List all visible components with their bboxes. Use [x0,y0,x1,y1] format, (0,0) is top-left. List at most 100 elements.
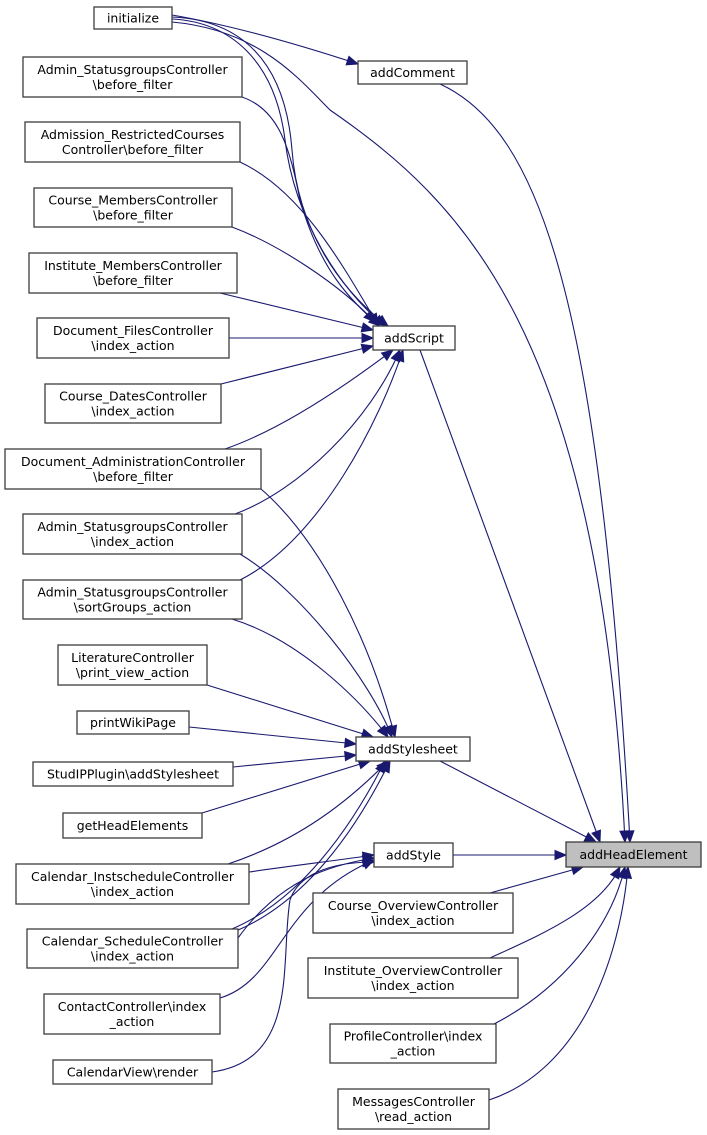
arrowhead-icon [591,829,601,844]
node-inst-overview-index[interactable]: Institute_OverviewController\index_actio… [307,957,519,999]
node-doc-files-index[interactable]: Document_FilesController\index_action [36,317,230,359]
node-get-head-elements[interactable]: getHeadElements [62,812,203,839]
node-course-overview-index[interactable]: Course_OverviewController\index_action [312,892,514,934]
node-cal-instschedule-index[interactable]: Calendar_InstscheduleController\index_ac… [15,863,250,905]
node-doc-admin-before[interactable]: Document_AdministrationController\before… [4,448,262,490]
node-label: \before_filter [93,208,174,223]
node-label: initialize [107,11,159,26]
arrowhead-icon [344,737,358,749]
node-label: \index_action [91,404,174,419]
edge-line [489,866,621,959]
node-box [52,1059,213,1085]
node-label: LiteratureController [71,650,195,665]
edge-cal_instschedule_index-to-addStylesheet [227,760,389,865]
node-label: Course_MembersController [48,193,218,208]
node-course-members-before[interactable]: Course_MembersController\before_filter [33,187,233,228]
edge-line [211,861,375,1073]
node-studip-plugin-addss[interactable]: StudIPPlugin\addStylesheet [32,761,234,787]
node-box [565,841,702,868]
edge-profile_index-to-addHeadElement [493,865,628,1025]
node-box [22,56,243,98]
arrowhead-icon [380,759,391,774]
node-admission-before[interactable]: Admission_RestrictedCoursesController\be… [24,121,241,163]
nodes-layer: initializeAdmin_StatusgroupsController\b… [4,6,702,1130]
node-addscript[interactable]: addScript [372,325,456,351]
node-label: _action [109,1014,155,1029]
edge-line [201,760,371,814]
node-box [44,383,222,424]
arrowhead-icon [360,343,375,354]
node-label: \before_filter [93,469,174,484]
edge-line [188,726,357,745]
edge-line [239,349,404,581]
node-addcomment[interactable]: addComment [357,60,468,85]
node-label: Document_FilesController [53,323,214,338]
node-box [62,812,203,839]
node-cal-schedule-index[interactable]: Calendar_ScheduleController\index_action [26,928,239,969]
node-label: CalendarView\render [67,1065,199,1080]
edge-line [235,760,391,932]
node-admin-sg-sort[interactable]: Admin_StatusgroupsController\sortGroups_… [22,579,243,620]
node-label: \before_filter [93,77,174,92]
edge-addComment-to-addHeadElement [439,83,635,844]
arrowhead-icon [380,349,395,362]
node-label: StudIPPlugin\addStylesheet [47,767,219,782]
edge-course_dates_index-to-addScript [220,343,375,385]
node-contact-index[interactable]: ContactController\index_action [43,993,221,1035]
edge-addStyle-to-addHeadElement [453,849,568,861]
node-label: Admin_StatusgroupsController [37,62,228,77]
edge-admission_before-to-addScript [239,161,379,327]
edge-line [489,866,584,894]
node-admin-sg-index[interactable]: Admin_StatusgroupsController\index_actio… [22,513,243,555]
edge-line [239,161,379,326]
edge-line [248,854,375,873]
node-label: \print_view_action [76,665,189,680]
node-label: Course_DatesController [59,389,208,404]
node-label: Calendar_ScheduleController [42,934,224,949]
node-profile-index[interactable]: ProfileController\index_action [329,1023,497,1064]
node-messages-read[interactable]: MessagesController\read_action [337,1088,490,1130]
node-box [76,710,190,735]
edge-line [219,292,374,331]
node-label: \index_action [371,913,454,928]
node-label: Document_AdministrationController [21,454,246,469]
node-label: getHeadElements [77,818,188,833]
arrowhead-icon [624,830,635,844]
node-label: \index_action [91,534,174,549]
edge-line [231,760,386,930]
arrowhead-icon [344,750,358,762]
node-box [329,1023,497,1064]
node-label: Course_OverviewController [328,898,499,913]
edge-line [231,618,389,738]
node-initialize[interactable]: initialize [93,6,173,30]
node-label: \index_action [91,884,174,899]
node-label: \before_filter [93,273,174,288]
node-box [4,448,262,490]
node-box [32,761,234,787]
node-calendarview-render[interactable]: CalendarView\render [52,1059,213,1085]
node-label: printWikiPage [90,715,176,730]
node-label: \index_action [371,978,454,993]
node-addstylesheet[interactable]: addStylesheet [355,736,471,762]
node-literature-print[interactable]: LiteratureController\print_view_action [57,644,208,686]
edge-studip_plugin_addss-to-addStylesheet [232,750,358,768]
node-box [22,513,243,555]
edges-layer [171,14,635,1101]
node-course-dates-index[interactable]: Course_DatesController\index_action [44,383,222,424]
node-box [357,60,468,85]
node-addheadelement[interactable]: addHeadElement [565,841,702,868]
node-label: \index_action [91,338,174,353]
node-print-wiki[interactable]: printWikiPage [76,710,190,735]
node-label: \sortGroups_action [74,600,192,615]
edge-admin_sg_sort-to-addScript [239,348,405,581]
node-inst-members-before[interactable]: Institute_MembersController\before_filte… [28,252,238,294]
node-admin-sg-before[interactable]: Admin_StatusgroupsController\before_filt… [22,56,243,98]
node-addstyle[interactable]: addStyle [373,842,454,868]
arrowhead-icon [554,849,568,861]
node-label: MessagesController [352,1094,476,1109]
edge-doc_files_index-to-addScript [229,332,375,344]
edge-line [220,345,374,385]
edge-line [234,349,401,515]
edge-admin_sg_sort-to-addStylesheet [231,618,389,739]
node-label: addStylesheet [368,742,458,757]
